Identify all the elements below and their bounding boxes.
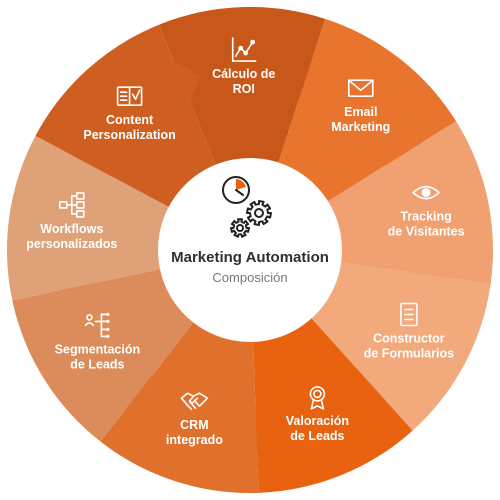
center-subtitle: Composición <box>212 270 287 285</box>
line-chart-icon <box>231 37 257 62</box>
segment-7 <box>12 266 201 442</box>
segment-label-line1: Workflows <box>40 222 103 236</box>
award-medal-icon <box>309 386 326 410</box>
center-title: Marketing Automation <box>171 249 329 266</box>
segment-label-line2: ROI <box>233 82 255 96</box>
segment-3 <box>317 121 493 294</box>
handshake-icon <box>180 392 209 411</box>
segment-label-line2: personalizados <box>26 237 117 251</box>
form-document-icon <box>400 302 418 327</box>
segment-label-line1: Constructor <box>373 332 445 346</box>
segment-label-line2: integrado <box>166 433 223 447</box>
segment-label-line1: Segmentación <box>55 342 140 356</box>
content-book-icon <box>116 86 143 106</box>
segment-label-line2: Marketing <box>331 120 390 134</box>
segment-label-line1: Cálculo de <box>212 67 275 81</box>
envelope-icon <box>347 79 374 97</box>
workflow-icon <box>59 192 85 218</box>
segment-label-line1: Email <box>344 105 377 119</box>
segment-label-line1: Content <box>106 113 154 127</box>
segment-label-line2: de Leads <box>70 357 124 371</box>
segments-layer <box>6 6 493 493</box>
segment-label-line2: de Leads <box>290 429 344 443</box>
segment-label-line2: de Visitantes <box>388 225 465 239</box>
segment-5 <box>237 309 413 493</box>
segment-label-line1: CRM <box>180 418 208 432</box>
icons-layer <box>59 37 440 411</box>
gears-timer-icon <box>222 176 272 238</box>
center-disc <box>158 158 342 342</box>
segment-label-line2: de Formularios <box>364 347 454 361</box>
segmentation-tree-icon <box>84 312 110 338</box>
segment-label-line2: Personalization <box>83 128 175 142</box>
segment-4 <box>303 261 491 431</box>
segment-label-line1: Tracking <box>400 210 451 224</box>
segment-9 <box>35 24 221 213</box>
eye-icon <box>412 185 440 200</box>
segment-label-line1: Valoración <box>286 414 349 428</box>
segment-8 <box>6 135 180 301</box>
segment-6 <box>100 313 259 493</box>
segment-1 <box>158 6 326 176</box>
